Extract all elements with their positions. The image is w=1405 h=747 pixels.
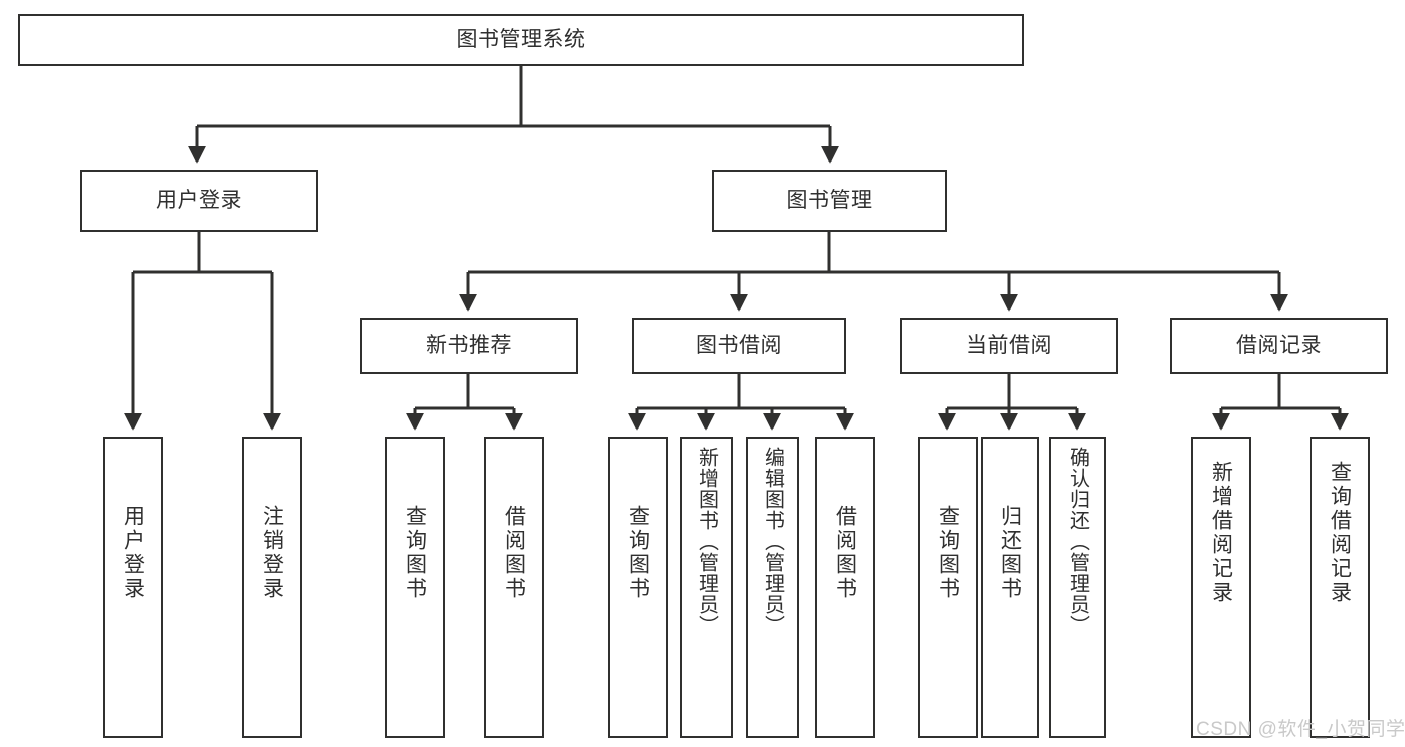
node-leaf-query-book-3-label: 查询图书 [936,505,960,601]
node-borrow-record[interactable]: 借阅记录 [1170,318,1388,374]
node-user-login[interactable]: 用户登录 [80,170,318,232]
node-leaf-add-record[interactable]: 新增借阅记录 [1191,437,1251,738]
node-leaf-borrow-book-2[interactable]: 借阅图书 [815,437,875,738]
node-user-login-label: 用户登录 [156,188,242,212]
node-borrow-record-label: 借阅记录 [1236,333,1322,357]
node-leaf-confirm-return-label: 确认归还（管理员） [1066,447,1089,636]
node-leaf-borrow-book-2-label: 借阅图书 [833,505,857,601]
node-leaf-logout-label: 注销登录 [260,505,284,601]
node-root[interactable]: 图书管理系统 [18,14,1024,66]
node-leaf-query-record[interactable]: 查询借阅记录 [1310,437,1370,738]
node-new-book-recommend-label: 新书推荐 [426,333,512,357]
node-book-manage-label: 图书管理 [786,188,873,212]
node-leaf-query-book-3[interactable]: 查询图书 [918,437,978,738]
node-leaf-query-book-2[interactable]: 查询图书 [608,437,668,738]
node-leaf-logout[interactable]: 注销登录 [242,437,302,738]
node-leaf-add-record-label: 新增借阅记录 [1209,461,1233,605]
node-leaf-query-book-2-label: 查询图书 [626,505,650,601]
node-leaf-confirm-return[interactable]: 确认归还（管理员） [1049,437,1106,738]
node-leaf-return-book-label: 归还图书 [998,505,1022,601]
node-current-borrow[interactable]: 当前借阅 [900,318,1118,374]
node-leaf-borrow-book-1-label: 借阅图书 [502,505,526,601]
node-leaf-query-record-label: 查询借阅记录 [1328,461,1352,605]
node-leaf-edit-book-label: 编辑图书（管理员） [761,447,784,636]
node-leaf-query-book-1-label: 查询图书 [403,505,427,601]
node-leaf-query-book-1[interactable]: 查询图书 [385,437,445,738]
node-book-borrow-label: 图书借阅 [696,333,782,357]
node-leaf-borrow-book-1[interactable]: 借阅图书 [484,437,544,738]
node-current-borrow-label: 当前借阅 [966,333,1052,357]
node-leaf-edit-book[interactable]: 编辑图书（管理员） [746,437,799,738]
node-root-label: 图书管理系统 [456,27,586,51]
node-leaf-add-book[interactable]: 新增图书（管理员） [680,437,733,738]
node-leaf-user-login-label: 用户登录 [121,505,145,601]
node-leaf-add-book-label: 新增图书（管理员） [695,447,718,636]
csdn-watermark: CSDN @软件_小贺同学 [1196,719,1405,740]
node-book-manage[interactable]: 图书管理 [712,170,947,232]
node-leaf-user-login[interactable]: 用户登录 [103,437,163,738]
node-new-book-recommend[interactable]: 新书推荐 [360,318,578,374]
node-book-borrow[interactable]: 图书借阅 [632,318,846,374]
node-leaf-return-book[interactable]: 归还图书 [981,437,1039,738]
